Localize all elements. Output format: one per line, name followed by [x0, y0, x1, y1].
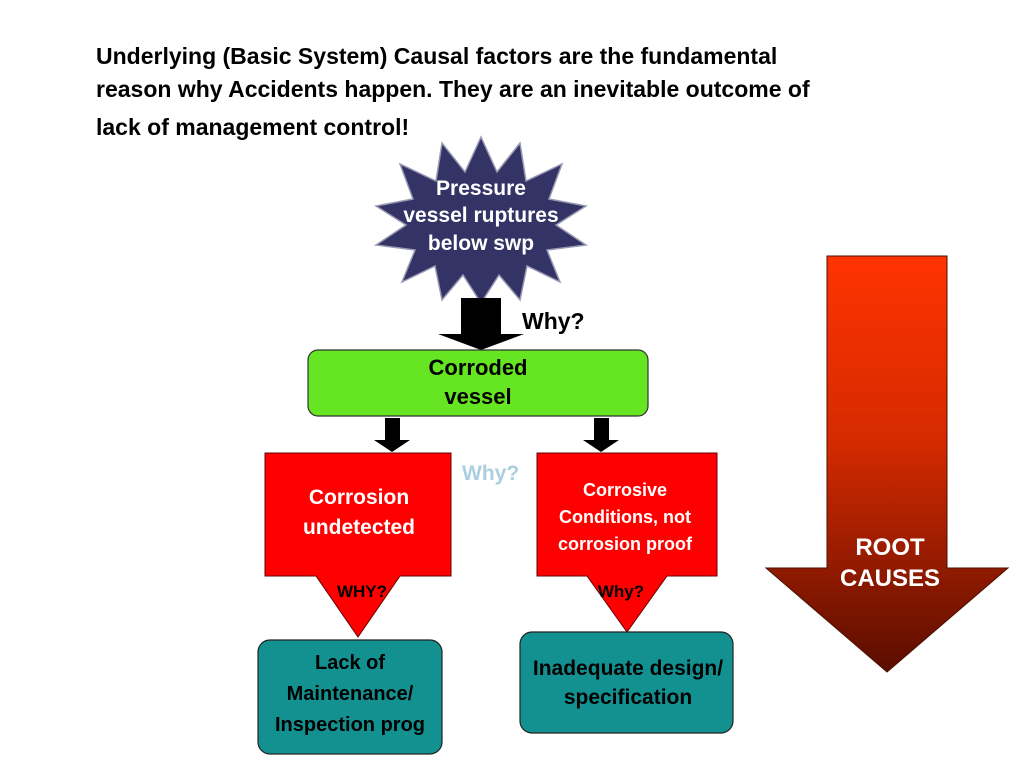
- right-cause-line-3: corrosion proof: [558, 533, 692, 554]
- down-arrow-2: [374, 418, 410, 452]
- lack-of-maintenance-box: [257, 639, 443, 755]
- right-cause-line-2: Conditions, not: [559, 506, 691, 527]
- root-causes-label: ROOT CAUSES: [800, 528, 980, 598]
- left-root-line-2: Maintenance/: [286, 682, 414, 705]
- corrosion-undetected-box: [264, 452, 452, 638]
- left-root-line-3: Inspection prog: [275, 713, 425, 736]
- down-arrow-3: [583, 418, 619, 452]
- corroded-label: Corroded vessel: [308, 352, 648, 414]
- corroded-box: [307, 349, 649, 417]
- why-label-top: Why?: [522, 308, 585, 334]
- root-causes-arrow: [764, 255, 1010, 673]
- down-arrow-1: [438, 298, 524, 350]
- burst-label: Pressure vessel ruptures below swp: [382, 168, 580, 264]
- burst-line-2: vessel ruptures: [403, 204, 559, 228]
- inadequate-design-label: Inadequate design/ specification: [508, 652, 748, 714]
- why-label-middle: Why?: [462, 462, 520, 485]
- why-label-right: Why?: [597, 582, 645, 601]
- left-root-line-1: Lack of: [314, 651, 386, 674]
- corrosion-undetected-label: Corrosion undetected: [266, 470, 452, 556]
- root-line-1: ROOT: [855, 533, 925, 561]
- corrosive-conditions-label: Corrosive Conditions, not corrosion proo…: [536, 474, 714, 560]
- right-root-line-1: Inadequate design/: [532, 656, 724, 680]
- burst-line-1: Pressure: [436, 177, 526, 201]
- corrosive-conditions-box: [536, 452, 718, 633]
- intro-line-1: Underlying (Basic System) Causal factors…: [96, 43, 778, 69]
- lack-of-maintenance-label: Lack of Maintenance/ Inspection prog: [250, 642, 450, 746]
- left-cause-line-1: Corrosion: [308, 485, 410, 509]
- corroded-line-1: Corroded: [428, 355, 528, 381]
- why-label-left: WHY?: [336, 582, 388, 601]
- burst-line-3: below swp: [427, 231, 535, 255]
- right-root-line-2: specification: [563, 686, 693, 709]
- right-cause-line-1: Corrosive: [582, 479, 668, 500]
- inadequate-design-box: [519, 631, 734, 734]
- intro-line-3: lack of management control!: [96, 113, 410, 140]
- intro-line-2: reason why Accidents happen. They are an…: [96, 76, 810, 103]
- root-line-2: CAUSES: [839, 565, 941, 592]
- corroded-line-2: vessel: [444, 384, 512, 409]
- left-cause-line-2: undetected: [302, 516, 415, 539]
- intro-text: Underlying (Basic System) Causal factors…: [96, 40, 936, 144]
